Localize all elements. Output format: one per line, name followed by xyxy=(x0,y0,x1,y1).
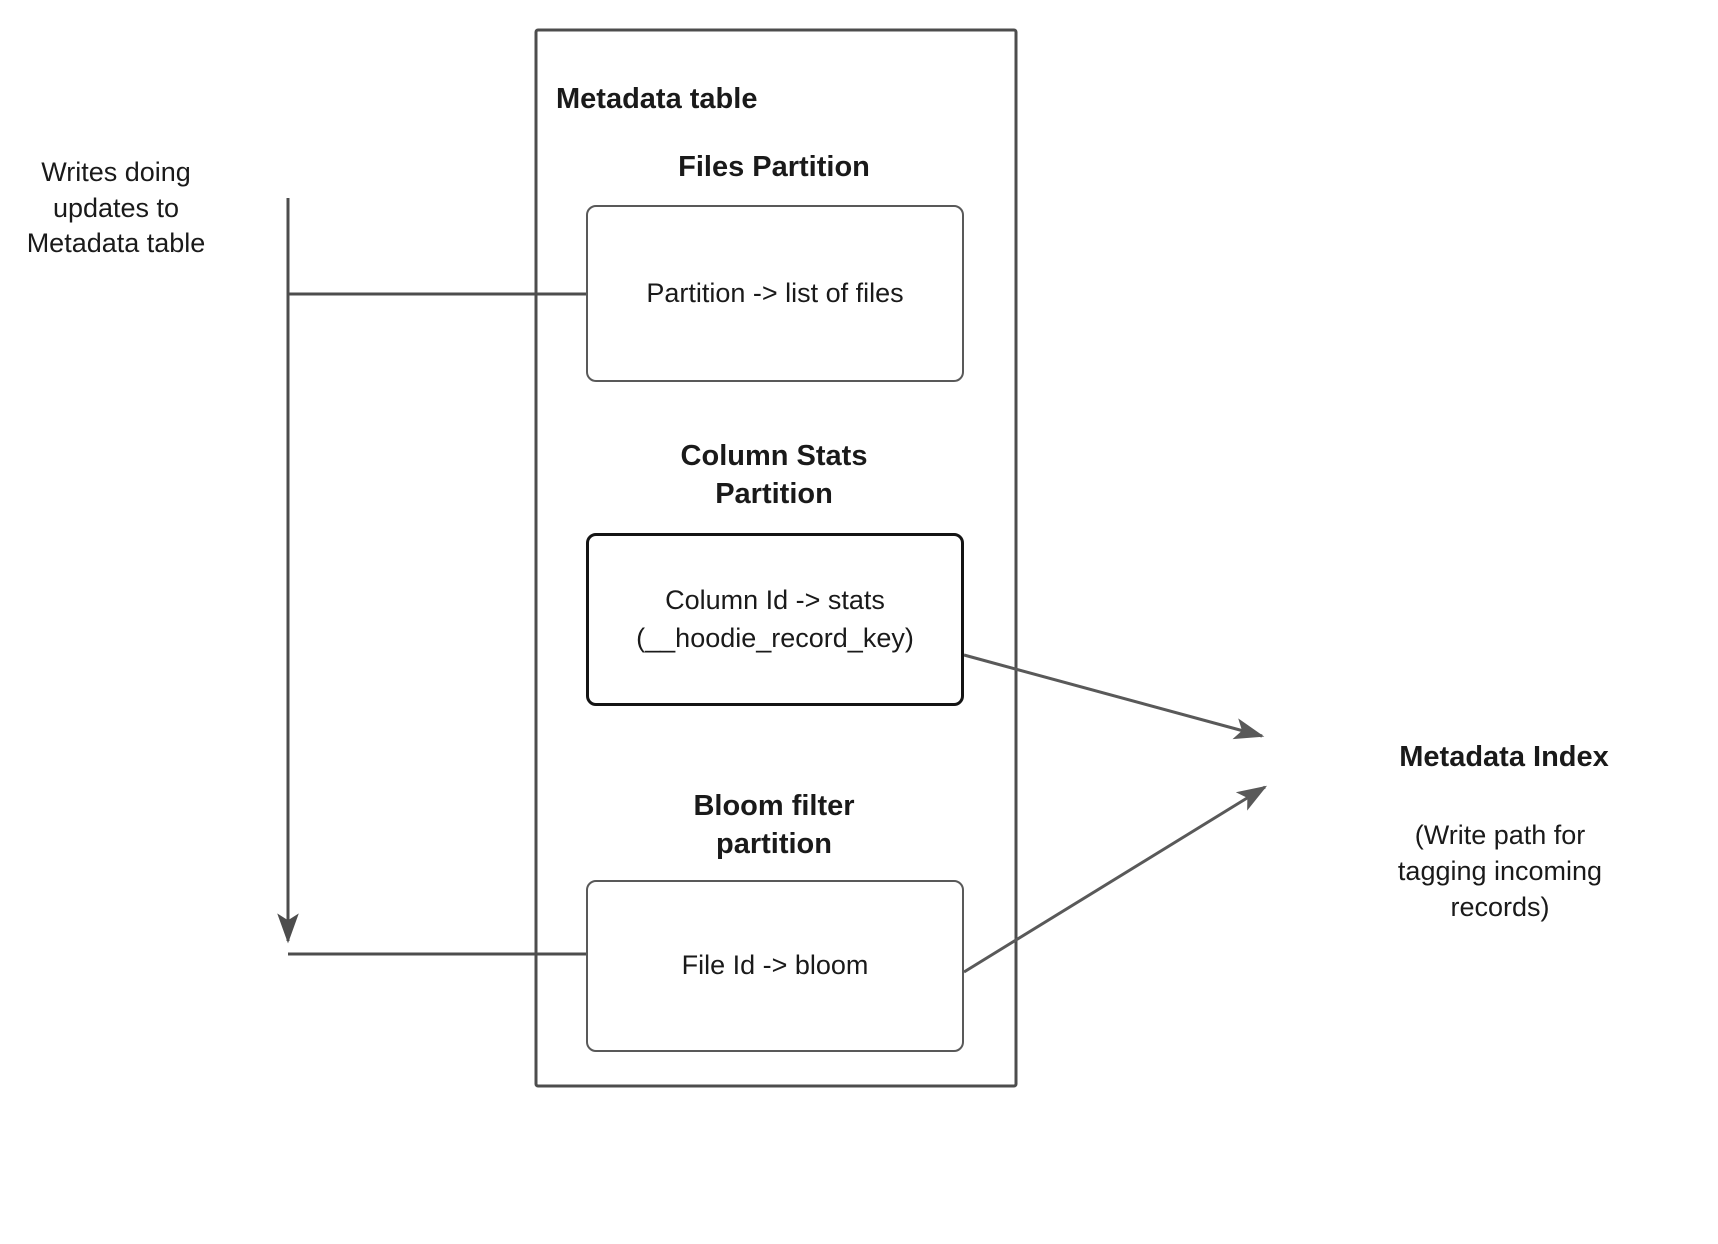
bloom-filter-partition-heading: Bloom filter partition xyxy=(693,790,855,861)
arrow-bloom-to-metadata-index xyxy=(963,785,1268,974)
column-stats-partition-box[interactable]: Column Id -> stats (__hoodie_record_key) xyxy=(586,533,964,706)
files-partition-box[interactable]: Partition -> list of files xyxy=(586,205,964,382)
metadata-index-title: Metadata Index xyxy=(1399,741,1609,773)
files-partition-heading: Files Partition xyxy=(678,151,870,183)
bloom-filter-partition-box-text: File Id -> bloom xyxy=(681,950,869,981)
writes-doing-updates-label: Writes doing updates to Metadata table xyxy=(26,157,206,259)
arrow-colstats-to-metadata-index xyxy=(963,653,1265,740)
column-stats-partition-heading: Column Stats Partition xyxy=(680,440,868,511)
metadata-table-title: Metadata table xyxy=(556,83,758,115)
files-partition-box-text: Partition -> list of files xyxy=(646,277,904,308)
column-stats-partition-box-text: Column Id -> stats (__hoodie_record_key) xyxy=(636,585,914,653)
bloom-filter-partition-box[interactable]: File Id -> bloom xyxy=(586,880,964,1052)
metadata-index-subtitle: (Write path for tagging incoming records… xyxy=(1397,820,1603,922)
